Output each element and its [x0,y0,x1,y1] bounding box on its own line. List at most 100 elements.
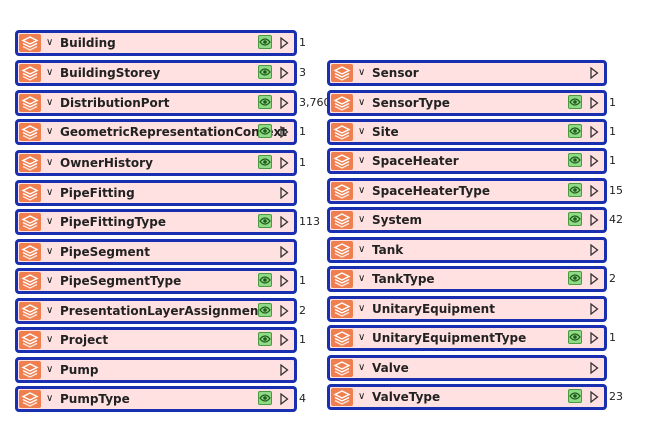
eye-icon[interactable] [568,95,582,109]
chevron-down-icon[interactable]: ∨ [46,364,54,375]
eye-icon[interactable] [258,303,272,317]
eye-icon[interactable] [568,271,582,285]
play-icon[interactable] [278,124,290,140]
feature-type-row[interactable]: ∨Project [15,327,297,353]
eye-icon[interactable] [258,95,272,109]
chevron-down-icon[interactable]: ∨ [358,244,366,255]
eye-icon[interactable] [568,183,582,197]
feature-type-row[interactable]: ∨Site [327,119,607,145]
play-icon[interactable] [278,244,290,260]
feature-type-row[interactable]: ∨Building [15,30,297,56]
chevron-down-icon[interactable]: ∨ [46,37,54,48]
play-icon[interactable] [588,360,600,376]
chevron-down-icon[interactable]: ∨ [358,155,366,166]
chevron-down-icon[interactable]: ∨ [46,67,54,78]
chevron-down-icon[interactable]: ∨ [46,216,54,227]
eye-icon[interactable] [568,330,582,344]
play-icon[interactable] [278,303,290,319]
chevron-down-icon[interactable]: ∨ [46,246,54,257]
feature-type-row[interactable]: ∨UnitaryEquipment [327,296,607,322]
eye-icon[interactable] [258,332,272,346]
feature-type-row[interactable]: ∨UnitaryEquipmentType [327,325,607,351]
feature-type-row[interactable]: ∨Tank [327,237,607,263]
chevron-down-icon[interactable]: ∨ [46,334,54,345]
eye-icon[interactable] [568,124,582,138]
play-icon[interactable] [588,124,600,140]
feature-type-row[interactable]: ∨ Pump [15,357,297,383]
chevron-down-icon[interactable]: ∨ [46,187,54,198]
play-icon[interactable] [278,65,290,81]
play-icon[interactable] [278,214,290,230]
feature-type-label: Pump [60,363,99,377]
chevron-down-icon[interactable]: ∨ [358,362,366,373]
layers-icon [19,123,41,141]
feature-type-row[interactable]: ∨ValveType [327,384,607,410]
play-icon[interactable] [588,183,600,199]
chevron-down-icon[interactable]: ∨ [358,273,366,284]
feature-type-label: PipeSegmentType [60,274,182,288]
feature-type-row[interactable]: ∨SensorType [327,90,607,116]
eye-icon[interactable] [258,214,272,228]
feature-type-row[interactable]: ∨System [327,207,607,233]
chevron-down-icon[interactable]: ∨ [46,393,54,404]
chevron-down-icon[interactable]: ∨ [358,185,366,196]
chevron-down-icon[interactable]: ∨ [358,332,366,343]
chevron-down-icon[interactable]: ∨ [46,305,54,316]
play-icon[interactable] [278,362,290,378]
play-icon[interactable] [588,242,600,258]
feature-count: 3,760 [299,96,331,109]
feature-type-row[interactable]: ∨BuildingStorey [15,60,297,86]
feature-type-row[interactable]: ∨PipeFitting [15,180,297,206]
feature-type-row[interactable]: ∨SpaceHeaterType [327,178,607,204]
play-icon[interactable] [588,65,600,81]
feature-type-row[interactable]: ∨PumpType [15,386,297,412]
play-icon[interactable] [278,95,290,111]
play-icon[interactable] [588,389,600,405]
play-icon[interactable] [278,332,290,348]
chevron-down-icon[interactable]: ∨ [358,97,366,108]
feature-type-row[interactable]: ∨DistributionPort [15,90,297,116]
chevron-down-icon[interactable]: ∨ [358,391,366,402]
play-icon[interactable] [588,301,600,317]
chevron-down-icon[interactable]: ∨ [358,67,366,78]
eye-icon[interactable] [258,391,272,405]
chevron-down-icon[interactable]: ∨ [46,275,54,286]
feature-type-row[interactable]: ∨Sensor [327,60,607,86]
chevron-down-icon[interactable]: ∨ [358,214,366,225]
chevron-down-icon[interactable]: ∨ [46,97,54,108]
feature-type-row[interactable]: ∨PipeFittingType [15,209,297,235]
play-icon[interactable] [278,273,290,289]
layers-icon [19,302,41,320]
chevron-down-icon[interactable]: ∨ [358,303,366,314]
eye-icon[interactable] [258,273,272,287]
play-icon[interactable] [588,212,600,228]
eye-icon[interactable] [568,212,582,226]
feature-type-row[interactable]: ∨Valve [327,355,607,381]
play-icon[interactable] [278,35,290,51]
feature-type-row[interactable]: ∨TankType [327,266,607,292]
feature-type-row[interactable]: ∨ OwnerHistory [15,150,297,176]
chevron-down-icon[interactable]: ∨ [46,157,54,168]
play-icon[interactable] [278,155,290,171]
feature-type-row[interactable]: ∨PipeSegment [15,239,297,265]
eye-icon[interactable] [258,124,272,138]
layers-icon [19,272,41,290]
play-icon[interactable] [588,330,600,346]
feature-type-label: OwnerHistory [60,156,153,170]
eye-icon[interactable] [258,65,272,79]
play-icon[interactable] [278,185,290,201]
chevron-down-icon[interactable]: ∨ [46,126,54,137]
play-icon[interactable] [588,271,600,287]
play-icon[interactable] [588,95,600,111]
eye-icon[interactable] [568,389,582,403]
eye-icon[interactable] [568,153,582,167]
feature-type-row[interactable]: ∨ PipeSegmentType [15,268,297,294]
feature-type-row[interactable]: ∨PresentationLayerAssignment [15,298,297,324]
feature-type-row[interactable]: ∨GeometricRepresentationContext [15,119,297,145]
feature-type-row[interactable]: ∨SpaceHeater [327,148,607,174]
play-icon[interactable] [588,153,600,169]
chevron-down-icon[interactable]: ∨ [358,126,366,137]
eye-icon[interactable] [258,155,272,169]
play-icon[interactable] [278,391,290,407]
eye-icon[interactable] [258,35,272,49]
